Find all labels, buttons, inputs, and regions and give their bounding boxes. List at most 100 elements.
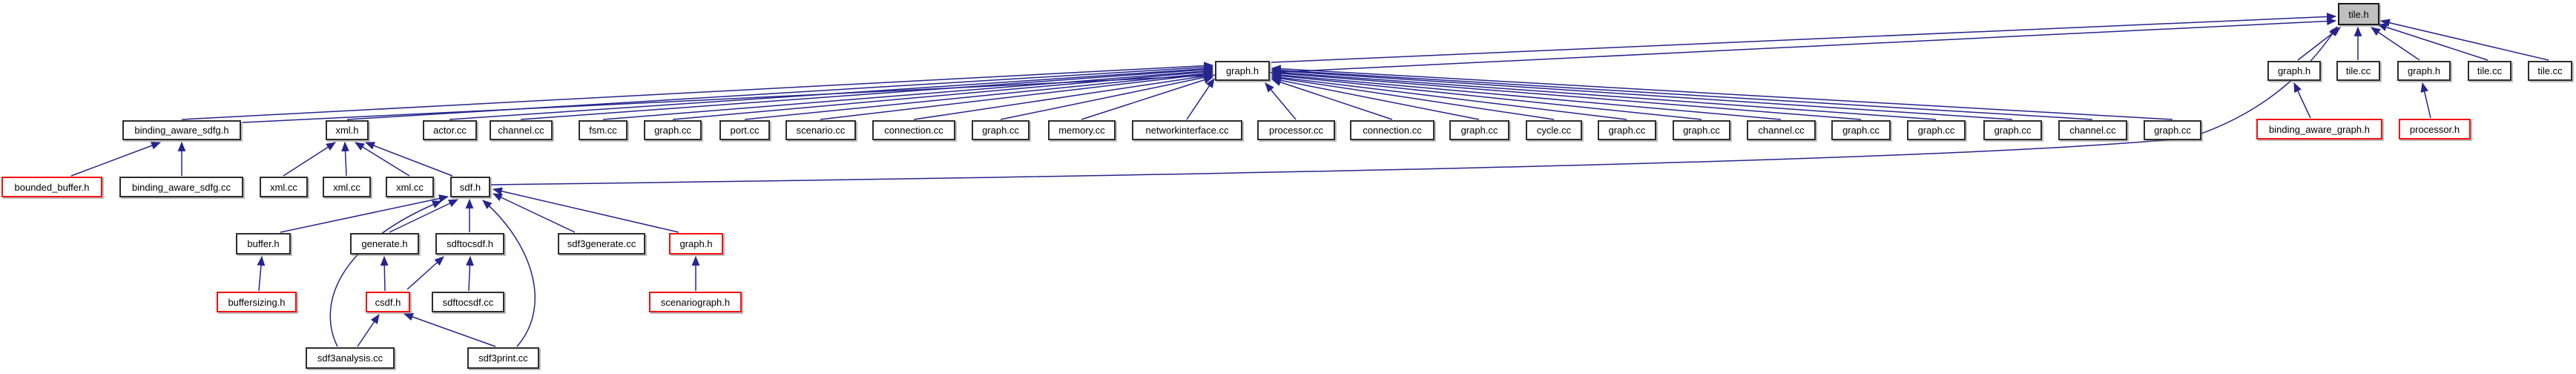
edge-buffersizing.h->buffer.h xyxy=(257,255,266,292)
node-buffersizing-h[interactable]: buffersizing.h xyxy=(217,292,297,312)
edge-csdf.h->generate.h xyxy=(380,255,389,292)
edge-xml.cc->xml.h xyxy=(341,141,349,177)
edge-graph.h->tile.h xyxy=(1271,13,2337,63)
edge-graph.cc->graph.h xyxy=(1271,73,1627,120)
edge-channel.cc->graph.h xyxy=(1271,66,2093,120)
node-port-cc[interactable]: port.cc xyxy=(719,120,770,140)
edge-fsm.cc->graph.h xyxy=(602,67,1214,120)
node-sdf3analysis-cc[interactable]: sdf3analysis.cc xyxy=(306,347,395,369)
node-graph-h-red[interactable]: graph.h xyxy=(669,233,723,255)
edge-binding_aware_sdfg.h->tile.h xyxy=(242,17,2337,123)
edge-graph.cc->graph.h xyxy=(1000,73,1214,120)
edge-processor.h->graph.h xyxy=(2420,82,2431,119)
edge-bounded_buffer.h->binding_aware_sdfg.h xyxy=(70,142,162,177)
node-sdf3print-cc[interactable]: sdf3print.cc xyxy=(467,347,539,369)
edge-sdf3analysis.cc->csdf.h xyxy=(357,314,380,347)
node-bounded-buffer-h[interactable]: bounded_buffer.h xyxy=(1,177,102,197)
edge-csdf.h->sdftocsdf.h xyxy=(406,256,444,290)
node-graph-cc-5[interactable]: graph.cc xyxy=(1673,120,1730,140)
node-xml-cc-2[interactable]: xml.cc xyxy=(323,177,371,197)
node-channel-cc-2[interactable]: channel.cc xyxy=(1747,120,1816,140)
edge-graph.cc->graph.h xyxy=(1271,69,1862,120)
edge-connection.cc->graph.h xyxy=(913,72,1214,120)
edge-channel.cc->graph.h xyxy=(1271,70,1782,120)
edge-tile.cc->tile.h xyxy=(2376,23,2488,61)
node-graph-h-r2[interactable]: graph.h xyxy=(2397,61,2451,81)
node-generate-h[interactable]: generate.h xyxy=(350,233,419,255)
node-channel-cc-3[interactable]: channel.cc xyxy=(2058,120,2127,140)
node-sdf-h[interactable]: sdf.h xyxy=(450,177,490,197)
node-csdf-h[interactable]: csdf.h xyxy=(366,292,410,312)
node-sdftocsdf-cc[interactable]: sdftocsdf.cc xyxy=(432,292,504,312)
node-graph-cc-8[interactable]: graph.cc xyxy=(1983,120,2042,140)
edge-sdf.h->tile.h xyxy=(490,26,2338,186)
node-tile-h-root[interactable]: tile.h xyxy=(2338,3,2379,25)
edge-channel.cc->graph.h xyxy=(520,65,1214,120)
node-actor-cc[interactable]: actor.cc xyxy=(423,120,477,140)
edge-graph.cc->graph.h xyxy=(1271,71,1702,120)
node-tile-cc-3[interactable]: tile.cc xyxy=(2528,61,2572,81)
node-processor-h[interactable]: processor.h xyxy=(2399,119,2471,140)
node-graph-cc-7[interactable]: graph.cc xyxy=(1907,120,1966,140)
node-fsm-cc[interactable]: fsm.cc xyxy=(579,120,627,140)
edge-graph.cc->graph.h xyxy=(1271,76,1480,120)
node-graph-h-center[interactable]: graph.h xyxy=(1215,61,1270,81)
node-sdftocsdf-h[interactable]: sdftocsdf.h xyxy=(435,233,504,255)
edge-sdf3print.cc->sdf.h xyxy=(482,200,536,347)
edge-binding_aware_graph.h->graph.h xyxy=(2293,82,2311,119)
edge-sdf3analysis.cc->sdf.h xyxy=(329,200,443,347)
node-graph-cc-4[interactable]: graph.cc xyxy=(1598,120,1656,140)
edge-tile.cc->tile.h xyxy=(2379,19,2549,61)
node-scenario-cc[interactable]: scenario.cc xyxy=(785,120,856,140)
node-xml-h[interactable]: xml.h xyxy=(326,120,369,140)
node-graph-cc-1[interactable]: graph.cc xyxy=(644,120,702,140)
edge-group xyxy=(70,13,2549,347)
node-cycle-cc[interactable]: cycle.cc xyxy=(1526,120,1582,140)
node-connection-cc-2[interactable]: connection.cc xyxy=(1350,120,1434,140)
node-tile-cc-1[interactable]: tile.cc xyxy=(2336,61,2380,81)
edge-sdf.h->xml.h xyxy=(364,142,453,177)
edge-networkinterface.cc->graph.h xyxy=(1186,78,1215,120)
edge-graph.cc->graph.h xyxy=(1271,67,2013,120)
edge-sdf3print.cc->csdf.h xyxy=(403,312,496,347)
node-memory-cc[interactable]: memory.cc xyxy=(1048,120,1116,140)
node-xml-cc-1[interactable]: xml.cc xyxy=(260,177,308,197)
edge-buffer.h->sdf.h xyxy=(280,194,449,233)
edge-graph.cc->graph.h xyxy=(672,68,1214,120)
node-graph-h-r1[interactable]: graph.h xyxy=(2267,61,2321,81)
node-binding-aware-sdfg-cc[interactable]: binding_aware_sdfg.cc xyxy=(119,177,243,197)
node-networkinterface-cc[interactable]: networkinterface.cc xyxy=(1132,120,1242,140)
edge-generate.h->sdf.h xyxy=(389,199,458,233)
node-binding-aware-sdfg-h[interactable]: binding_aware_sdfg.h xyxy=(122,120,241,140)
edge-binding_aware_sdfg.h->graph.h xyxy=(181,62,1214,120)
node-xml-cc-3[interactable]: xml.cc xyxy=(386,177,434,197)
node-buffer-h[interactable]: buffer.h xyxy=(236,233,291,255)
node-sdf3generate-cc[interactable]: sdf3generate.cc xyxy=(558,233,645,255)
node-graph-cc-6[interactable]: graph.cc xyxy=(1831,120,1891,140)
edge-connection.cc->graph.h xyxy=(1271,78,1393,120)
node-processor-cc[interactable]: processor.cc xyxy=(1257,120,1335,140)
edge-graph.cc->graph.h xyxy=(1271,68,1937,120)
edge-port.cc->graph.h xyxy=(744,69,1214,120)
edge-scenario.cc->graph.h xyxy=(820,70,1214,120)
edge-xml.cc->xml.h xyxy=(355,142,410,177)
node-graph-cc-3[interactable]: graph.cc xyxy=(1449,120,1509,140)
edge-processor.cc->graph.h xyxy=(1265,82,1297,120)
edge-xml.cc->xml.h xyxy=(283,142,336,177)
node-tile-cc-2[interactable]: tile.cc xyxy=(2468,61,2511,81)
node-scenariograph-h[interactable]: scenariograph.h xyxy=(649,292,742,312)
edge-memory.cc->graph.h xyxy=(1081,76,1214,120)
edge-graph.h->tile.h xyxy=(2297,27,2341,61)
edge-graph.cc->graph.h xyxy=(1271,65,2173,120)
node-binding-aware-graph-h[interactable]: binding_aware_graph.h xyxy=(2256,119,2382,140)
edge-graph.h->tile.h xyxy=(2371,27,2420,61)
edge-cycle.cc->graph.h xyxy=(1271,74,1555,120)
edge-graph.h->sdf.h xyxy=(492,187,679,233)
node-connection-cc-1[interactable]: connection.cc xyxy=(872,120,955,140)
node-graph-cc-2[interactable]: graph.cc xyxy=(972,120,1030,140)
edge-sdftocsdf.cc->sdftocsdf.h xyxy=(466,255,474,292)
node-channel-cc-1[interactable]: channel.cc xyxy=(490,120,553,140)
node-graph-cc-9[interactable]: graph.cc xyxy=(2144,120,2201,140)
